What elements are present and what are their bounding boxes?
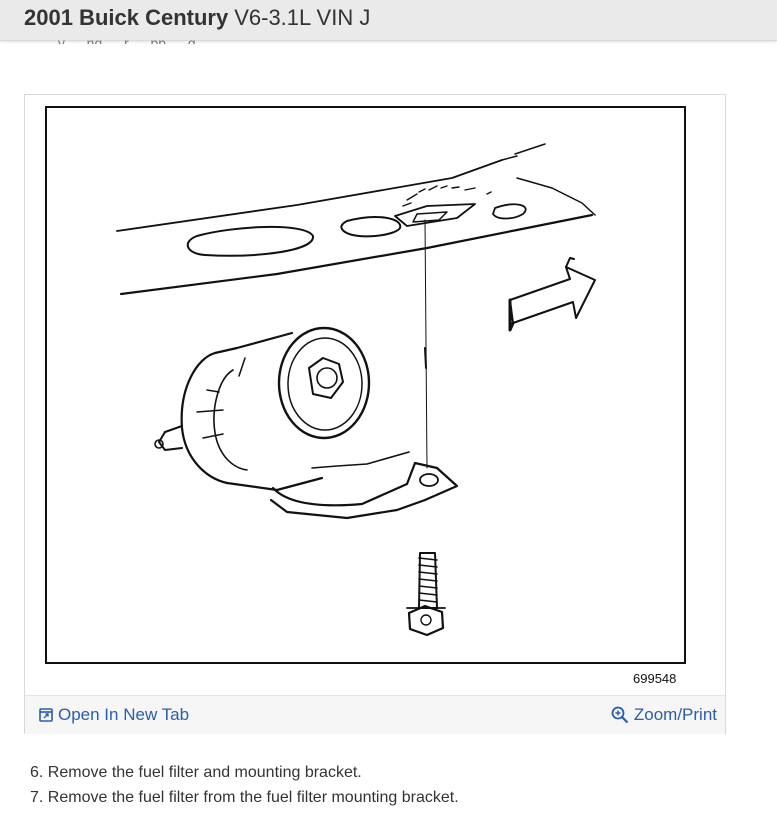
procedure-steps: 6. Remove the fuel filter and mounting b…	[30, 760, 459, 810]
figure-card: 699548 Open In New Tab Zoom/Print	[24, 94, 726, 734]
zoom-print-label: Zoom/Print	[633, 705, 717, 724]
open-in-new-tab-link[interactable]: Open In New Tab	[39, 705, 189, 725]
open-in-new-tab-icon	[39, 708, 53, 722]
zoom-print-link[interactable]: Zoom/Print	[611, 705, 717, 725]
procedure-step: 6. Remove the fuel filter and mounting b…	[30, 764, 362, 781]
vehicle-engine: V6-3.1L VIN J	[234, 5, 371, 30]
fuel-filter-diagram-svg	[116, 143, 596, 637]
figure-footer: Open In New Tab Zoom/Print	[25, 695, 725, 734]
procedure-step: 7. Remove the fuel filter from the fuel …	[30, 789, 459, 806]
figure-number: 699548	[633, 671, 677, 686]
fuel-filter-illustration[interactable]	[45, 106, 686, 664]
magnifier-plus-icon	[611, 706, 629, 724]
vehicle-make-model: 2001 Buick Century	[24, 5, 229, 30]
open-in-new-tab-label: Open In New Tab	[58, 705, 190, 724]
clipped-previous-text: … y … ng … r … pp … g …	[40, 36, 214, 44]
